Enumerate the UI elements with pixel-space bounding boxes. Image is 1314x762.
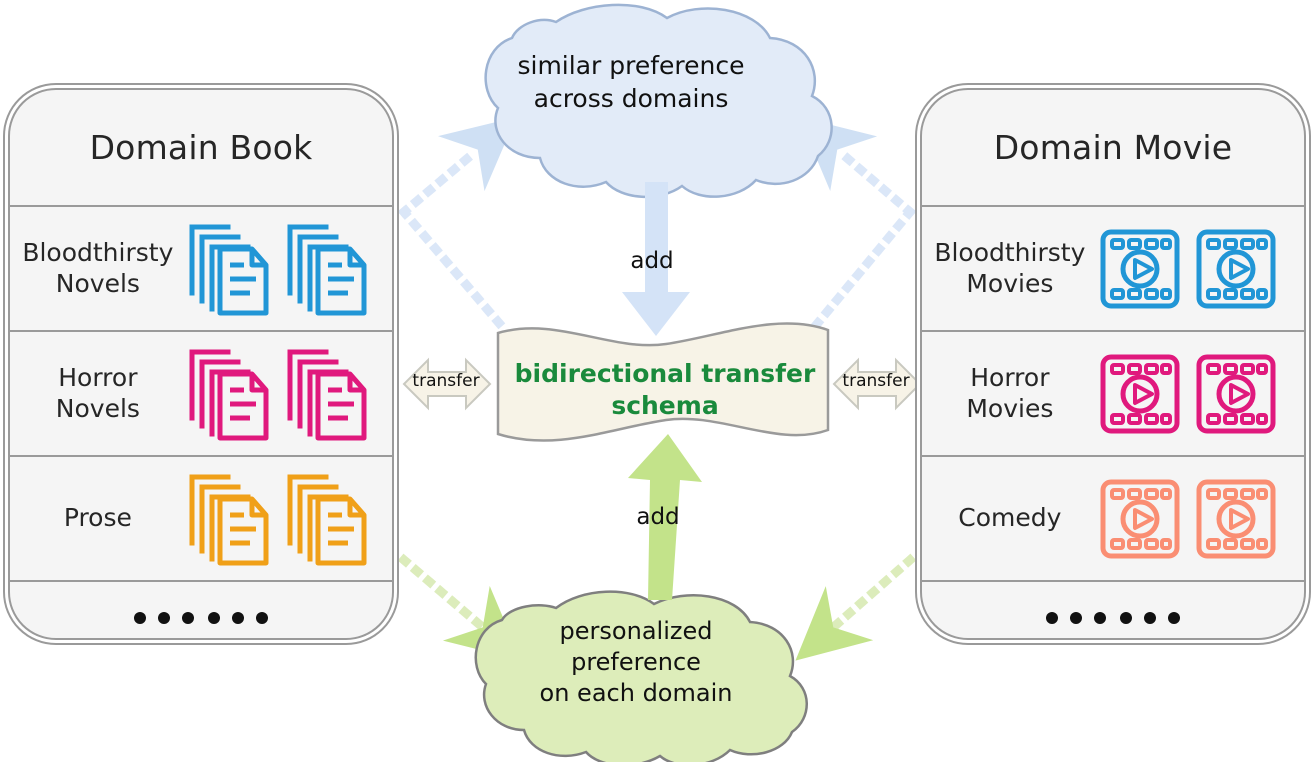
table-row[interactable]: Comedy	[922, 457, 1304, 582]
domain-movie-ellipsis	[922, 582, 1304, 638]
dot-group	[1120, 611, 1180, 624]
ellipsis-dot	[134, 611, 146, 624]
row-label-line1: Horror	[970, 363, 1050, 392]
table-row[interactable]: Bloodthirsty Movies	[922, 207, 1304, 332]
film-strip-play-icon	[1196, 479, 1276, 558]
dot-group	[1046, 611, 1106, 624]
film-strip-play-icon	[1100, 229, 1180, 308]
row-icons-movie-2	[1098, 477, 1304, 561]
row-icons-book-0	[186, 221, 392, 317]
ellipsis-dot	[1046, 611, 1058, 624]
connector-movie-to-similar-cloud	[799, 116, 917, 219]
row-label-book-0: Bloodthirsty Novels	[10, 238, 186, 299]
row-label-line2: Movies	[966, 393, 1054, 423]
documents-stack-icon	[287, 349, 367, 440]
ellipsis-dot	[182, 611, 194, 624]
connector-book-to-personalized-cloud	[397, 553, 522, 661]
ellipsis-dot	[1120, 611, 1132, 624]
ellipsis-dot	[1094, 611, 1106, 624]
connector-book-to-schema-ray	[397, 205, 512, 337]
dot-group	[208, 611, 268, 624]
dot-group	[134, 611, 194, 624]
documents-stack-icon	[189, 349, 269, 440]
ellipsis-dot	[1070, 611, 1082, 624]
row-icons-book-2	[186, 471, 392, 567]
row-label-line1: Bloodthirsty	[934, 238, 1086, 267]
row-label-book-2: Prose	[10, 503, 186, 534]
similar-preference-cloud	[484, 3, 833, 198]
documents-stack-icon	[189, 474, 269, 565]
row-icons-book-1	[186, 346, 392, 442]
connector-movie-to-personalized-cloud	[795, 553, 917, 661]
table-row[interactable]: Prose	[10, 457, 392, 582]
row-icons-movie-1	[1098, 352, 1304, 436]
film-strip-play-icon	[1100, 479, 1180, 558]
row-label-line1: Bloodthirsty	[22, 238, 174, 267]
transfer-arrow-left	[402, 357, 492, 411]
connector-book-to-similar-cloud	[397, 117, 517, 219]
domain-book-panel: Domain Book Bloodthirsty Novels	[8, 88, 394, 640]
row-icons-movie-0	[1098, 227, 1304, 311]
personalized-preference-cloud	[474, 590, 808, 762]
row-label-book-1: Horror Novels	[10, 363, 186, 424]
domain-book-ellipsis	[10, 582, 392, 638]
bidirectional-transfer-schema-shape	[496, 322, 830, 442]
row-label-line2: Movies	[966, 268, 1054, 298]
film-strip-play-icon	[1196, 229, 1276, 308]
film-strip-play-icon	[1100, 354, 1180, 433]
transfer-arrow-right	[832, 357, 922, 411]
ellipsis-dot	[158, 611, 170, 624]
row-label-line1: Comedy	[958, 503, 1062, 533]
row-label-line2: Novels	[55, 268, 140, 298]
domain-movie-panel: Domain Movie Bloodthirsty Movies	[920, 88, 1306, 640]
ellipsis-dot	[256, 611, 268, 624]
add-arrow-bottom	[628, 434, 702, 600]
row-label-movie-1: Horror Movies	[922, 363, 1098, 424]
table-row[interactable]: Bloodthirsty Novels	[10, 207, 392, 332]
table-row[interactable]: Horror Movies	[922, 332, 1304, 457]
ellipsis-dot	[1168, 611, 1180, 624]
row-label-movie-0: Bloodthirsty Movies	[922, 238, 1098, 299]
ellipsis-dot	[1144, 611, 1156, 624]
row-label-line1: Horror	[58, 363, 138, 392]
documents-stack-icon	[189, 224, 269, 315]
film-strip-play-icon	[1196, 354, 1276, 433]
add-arrow-top	[622, 182, 690, 336]
ellipsis-dot	[208, 611, 220, 624]
row-label-line2: Novels	[55, 393, 140, 423]
domain-book-title: Domain Book	[10, 90, 392, 207]
row-label-line1: Prose	[63, 503, 132, 533]
domain-movie-title: Domain Movie	[922, 90, 1304, 207]
documents-stack-icon	[287, 224, 367, 315]
table-row[interactable]: Horror Novels	[10, 332, 392, 457]
ellipsis-dot	[232, 611, 244, 624]
documents-stack-icon	[287, 474, 367, 565]
row-label-movie-2: Comedy	[922, 503, 1098, 534]
connector-movie-to-schema-ray	[805, 205, 917, 337]
